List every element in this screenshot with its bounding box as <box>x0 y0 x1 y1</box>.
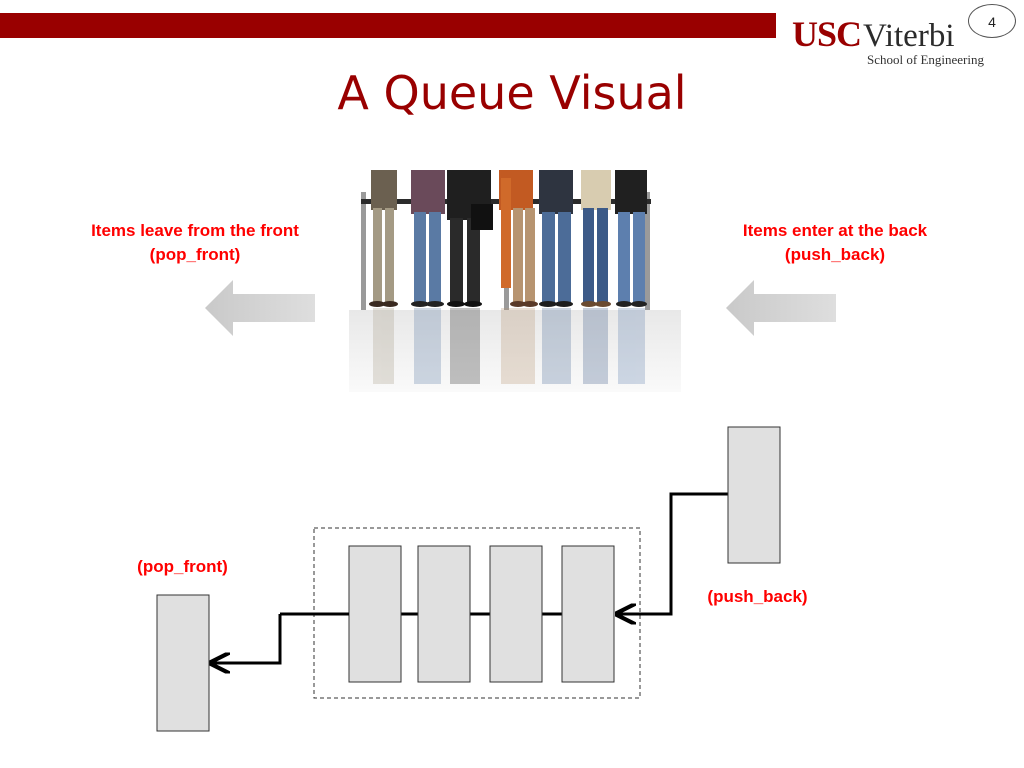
arrow-left-icon <box>726 280 836 336</box>
queue-item-1 <box>348 545 402 683</box>
pushed-item <box>727 426 781 564</box>
arrow-left-icon <box>205 280 315 336</box>
slide-title: A Queue Visual <box>337 66 687 120</box>
logo-viterbi-text: Viterbi <box>863 18 955 54</box>
logo-usc-text: USC <box>792 14 862 54</box>
queue-photo <box>349 170 681 392</box>
queue-item-4 <box>561 545 615 683</box>
queue-item-3 <box>489 545 543 683</box>
push-back-label: (push_back) <box>707 587 808 606</box>
pop-front-label: (pop_front) <box>137 557 228 576</box>
caption-leave-line1: Items leave from the front <box>91 221 299 240</box>
popped-item <box>156 594 210 732</box>
header-bar <box>0 13 776 38</box>
queue-container <box>313 527 641 699</box>
pop-connector <box>211 614 282 663</box>
usc-viterbi-logo: USC Viterbi School of Engineering <box>792 10 984 70</box>
caption-leave: Items leave from the front (pop_front) <box>70 219 320 267</box>
caption-enter-line1: Items enter at the back <box>742 221 928 240</box>
logo-subtitle: School of Engineering <box>867 52 984 67</box>
caption-enter: Items enter at the back (push_back) <box>710 219 960 267</box>
caption-leave-line2: (pop_front) <box>149 245 241 264</box>
caption-enter-line2: (push_back) <box>784 245 886 264</box>
slide-number: 4 <box>968 4 1016 38</box>
queue-item-2 <box>417 545 471 683</box>
